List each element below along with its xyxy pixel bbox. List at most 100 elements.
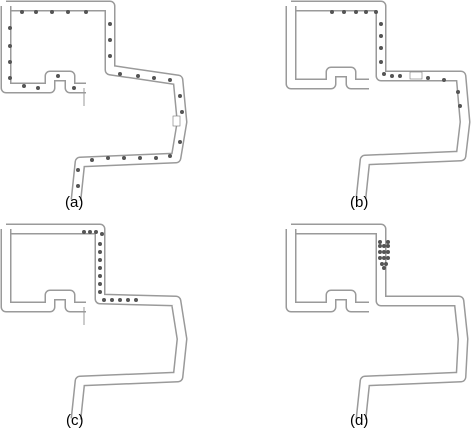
particle xyxy=(178,94,182,98)
particle xyxy=(98,250,102,254)
particle xyxy=(8,76,12,80)
corridor-outer-a xyxy=(6,0,188,201)
particle xyxy=(108,38,112,42)
particle xyxy=(386,250,390,254)
particle xyxy=(50,10,54,14)
particle xyxy=(178,140,182,144)
particle xyxy=(458,104,462,108)
particles-b xyxy=(330,10,462,108)
particle xyxy=(154,156,158,160)
particle xyxy=(152,76,156,80)
particle xyxy=(168,78,172,82)
panel-b: (b) xyxy=(285,0,471,211)
particle xyxy=(8,60,12,64)
particle xyxy=(374,10,378,14)
particle xyxy=(168,154,172,158)
particle xyxy=(354,10,358,14)
particle xyxy=(102,298,106,302)
particle xyxy=(379,46,383,50)
particle xyxy=(380,262,384,266)
particles-c xyxy=(82,230,138,302)
panel-c: (c) xyxy=(0,223,188,429)
particle xyxy=(118,72,122,76)
particle xyxy=(122,156,126,160)
caption-d: (d) xyxy=(350,412,368,429)
corridor-loop-inner-a xyxy=(2,6,86,92)
particle xyxy=(76,184,80,188)
particle xyxy=(98,290,102,294)
particles-a xyxy=(8,10,184,188)
particle xyxy=(342,10,346,14)
particle xyxy=(20,10,24,14)
particle xyxy=(398,74,402,78)
particle xyxy=(108,54,112,58)
particle xyxy=(134,298,138,302)
particle xyxy=(8,44,12,48)
corridor-inner-c xyxy=(6,225,186,420)
particle xyxy=(330,10,334,14)
caption-a: (a) xyxy=(65,194,83,211)
detector-tag-a xyxy=(172,115,181,127)
particle xyxy=(382,244,386,248)
corridor-inner-d xyxy=(291,225,467,420)
particle xyxy=(34,10,38,14)
particle xyxy=(138,156,142,160)
particle xyxy=(386,256,390,260)
particle xyxy=(386,240,390,244)
particle xyxy=(72,86,76,90)
caption-c: (c) xyxy=(66,412,84,429)
particle xyxy=(22,84,26,88)
particle xyxy=(136,74,140,78)
particle xyxy=(98,242,102,246)
particle xyxy=(382,250,386,254)
particle xyxy=(98,258,102,262)
particle xyxy=(94,230,98,234)
particle xyxy=(90,158,94,162)
corridor-outer-c xyxy=(6,223,188,420)
particle xyxy=(382,256,386,260)
particle xyxy=(108,22,112,26)
particle xyxy=(106,156,110,160)
corridor-b xyxy=(285,0,471,199)
particle xyxy=(379,34,383,38)
particle xyxy=(364,10,368,14)
particle xyxy=(36,86,40,90)
particle xyxy=(56,74,60,78)
particle xyxy=(126,298,130,302)
particle xyxy=(180,110,184,114)
caption-b: (b) xyxy=(350,194,368,211)
particle xyxy=(98,274,102,278)
corridor-c xyxy=(0,223,188,420)
particle xyxy=(382,72,386,76)
particle xyxy=(442,78,446,82)
particle xyxy=(379,60,383,64)
particle xyxy=(378,240,382,244)
corridor-a xyxy=(0,0,188,201)
particle xyxy=(384,262,388,266)
corridor-loop-inner-b xyxy=(287,6,369,88)
panel-a: (a) xyxy=(0,0,188,211)
corridor-loop-a xyxy=(0,6,86,94)
particle xyxy=(76,168,80,172)
corridor-loop-inner-c xyxy=(2,229,86,311)
panel-d: (d) xyxy=(285,223,469,429)
particle xyxy=(390,74,394,78)
particle xyxy=(378,250,382,254)
particle xyxy=(426,76,430,80)
corridor-inner-a xyxy=(6,2,186,201)
particle xyxy=(100,232,104,236)
particle xyxy=(98,266,102,270)
particle xyxy=(98,282,102,286)
particle xyxy=(386,244,390,248)
particle xyxy=(88,230,92,234)
particle xyxy=(379,22,383,26)
corridor-loop-inner-d xyxy=(287,229,369,311)
particle xyxy=(82,230,86,234)
particle xyxy=(8,26,12,30)
corridor-inner-b xyxy=(291,2,469,199)
particle xyxy=(110,298,114,302)
particle xyxy=(456,90,460,94)
corridor-d xyxy=(285,223,469,420)
particle xyxy=(378,244,382,248)
